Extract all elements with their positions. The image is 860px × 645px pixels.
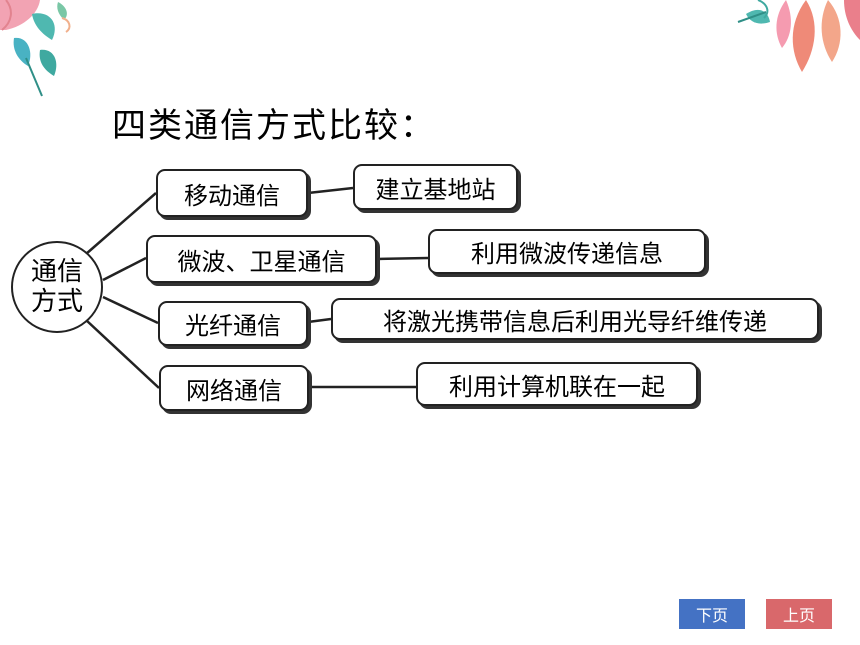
floral-decoration-right-icon xyxy=(737,0,860,72)
next-page-button[interactable]: 下页 xyxy=(679,599,745,629)
floral-decoration-left-icon xyxy=(0,0,71,97)
method-box-microwave-satellite: 微波、卫星通信 xyxy=(146,235,377,283)
connector-microwave-desc xyxy=(376,256,429,261)
desc-box-network: 利用计算机联在一起 xyxy=(416,362,698,406)
desc-box-mobile: 建立基地站 xyxy=(353,164,518,210)
method-box-fiber: 光纤通信 xyxy=(158,301,308,346)
connector-root-mobile xyxy=(85,192,157,255)
connector-mobile-desc xyxy=(307,186,354,195)
connector-fiber-desc xyxy=(307,317,332,324)
desc-box-fiber: 将激光携带信息后利用光导纤维传递 xyxy=(331,298,819,340)
method-box-mobile: 移动通信 xyxy=(156,169,308,217)
connector-root-network xyxy=(85,319,160,389)
root-line-2: 方式 xyxy=(30,287,83,317)
method-box-network: 网络通信 xyxy=(159,365,309,411)
connector-root-microwave xyxy=(102,256,147,282)
desc-box-microwave-satellite: 利用微波传递信息 xyxy=(428,229,706,274)
connector-root-fiber xyxy=(102,295,159,325)
page-title: 四类通信方式比较： xyxy=(112,106,436,146)
root-node-communication-methods: 通信 方式 xyxy=(11,241,103,333)
root-line-1: 通信 xyxy=(30,257,83,287)
previous-page-button[interactable]: 上页 xyxy=(766,599,832,629)
